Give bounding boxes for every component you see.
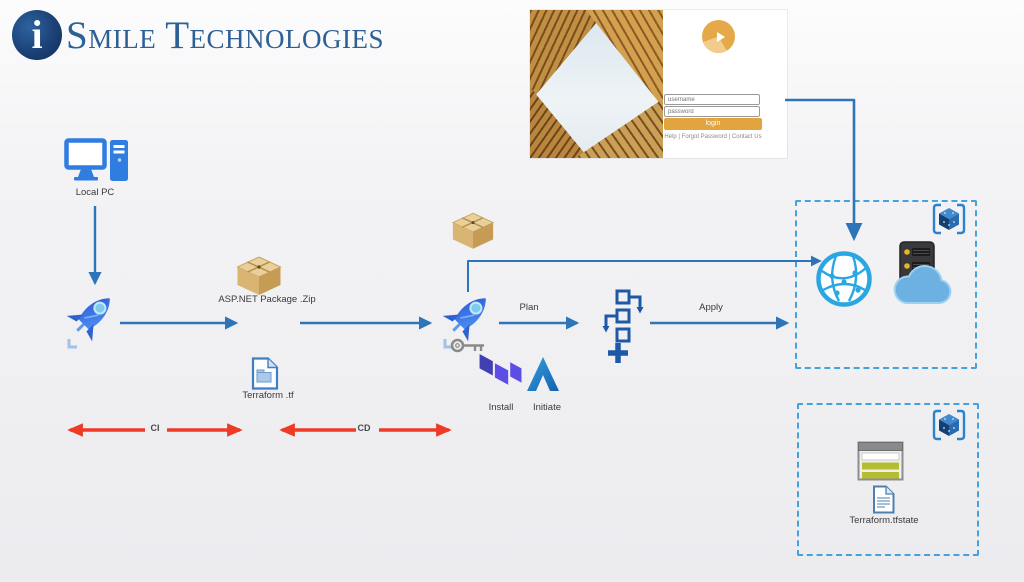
package-box-icon bbox=[236, 256, 282, 295]
package-box-icon bbox=[451, 212, 495, 249]
azure-devops-rocket-icon bbox=[442, 298, 486, 349]
cloud-icon bbox=[893, 264, 952, 304]
password-field[interactable] bbox=[664, 106, 760, 117]
key-icon bbox=[450, 338, 484, 353]
label-cd: CD bbox=[357, 423, 371, 433]
label-local-pc: Local PC bbox=[75, 187, 115, 198]
label-plan: Plan bbox=[519, 302, 539, 313]
label-apply: Apply bbox=[699, 302, 723, 313]
brand-circle-icon: i bbox=[12, 10, 62, 60]
pipeline-tasks-icon bbox=[602, 289, 644, 343]
local-pc-icon bbox=[64, 138, 128, 181]
web-app-globe-icon bbox=[816, 251, 872, 307]
storage-table-icon bbox=[857, 441, 904, 481]
login-logo-circle bbox=[702, 20, 735, 53]
label-terraform-file: Terraform .tf bbox=[242, 390, 294, 401]
label-ci: CI bbox=[150, 423, 160, 433]
brand-wordmark: SMILE TECHNOLOGIES bbox=[66, 13, 384, 58]
login-button[interactable]: login bbox=[664, 118, 762, 130]
azure-logo-icon bbox=[527, 357, 559, 391]
building-photo bbox=[530, 10, 663, 158]
terraform-logo-icon bbox=[479, 354, 522, 385]
resource-group-cube-icon bbox=[932, 409, 966, 441]
tfstate-file-icon bbox=[873, 485, 895, 514]
label-install: Install bbox=[488, 402, 514, 413]
login-footer-links[interactable]: Help | Forgot Password | Contact Us bbox=[664, 134, 762, 140]
azure-devops-rocket-icon bbox=[66, 298, 110, 349]
login-page-screenshot: login Help | Forgot Password | Contact U… bbox=[530, 10, 787, 158]
resource-group-box-storage bbox=[797, 403, 979, 556]
brand-word1-cap: S bbox=[66, 13, 89, 57]
login-logo-triangle-icon bbox=[717, 32, 725, 42]
brand-word2-cap: T bbox=[165, 13, 190, 57]
brand-word1-rest: MILE bbox=[88, 23, 157, 54]
brand-word2-rest: ECHNOLOGIES bbox=[189, 23, 385, 54]
plus-icon bbox=[608, 343, 628, 363]
label-tfstate: Terraform.tfstate bbox=[849, 515, 919, 526]
label-package: ASP.NET Package .Zip bbox=[218, 294, 316, 305]
brand-initial: i bbox=[31, 12, 43, 57]
brand-logo: i SMILE TECHNOLOGIES bbox=[12, 10, 384, 60]
resource-group-cube-icon bbox=[932, 203, 966, 235]
terraform-file-icon bbox=[251, 357, 279, 390]
username-field[interactable] bbox=[664, 94, 760, 105]
line-release-to-webapp bbox=[467, 255, 822, 292]
label-initiate: Initiate bbox=[533, 402, 561, 413]
